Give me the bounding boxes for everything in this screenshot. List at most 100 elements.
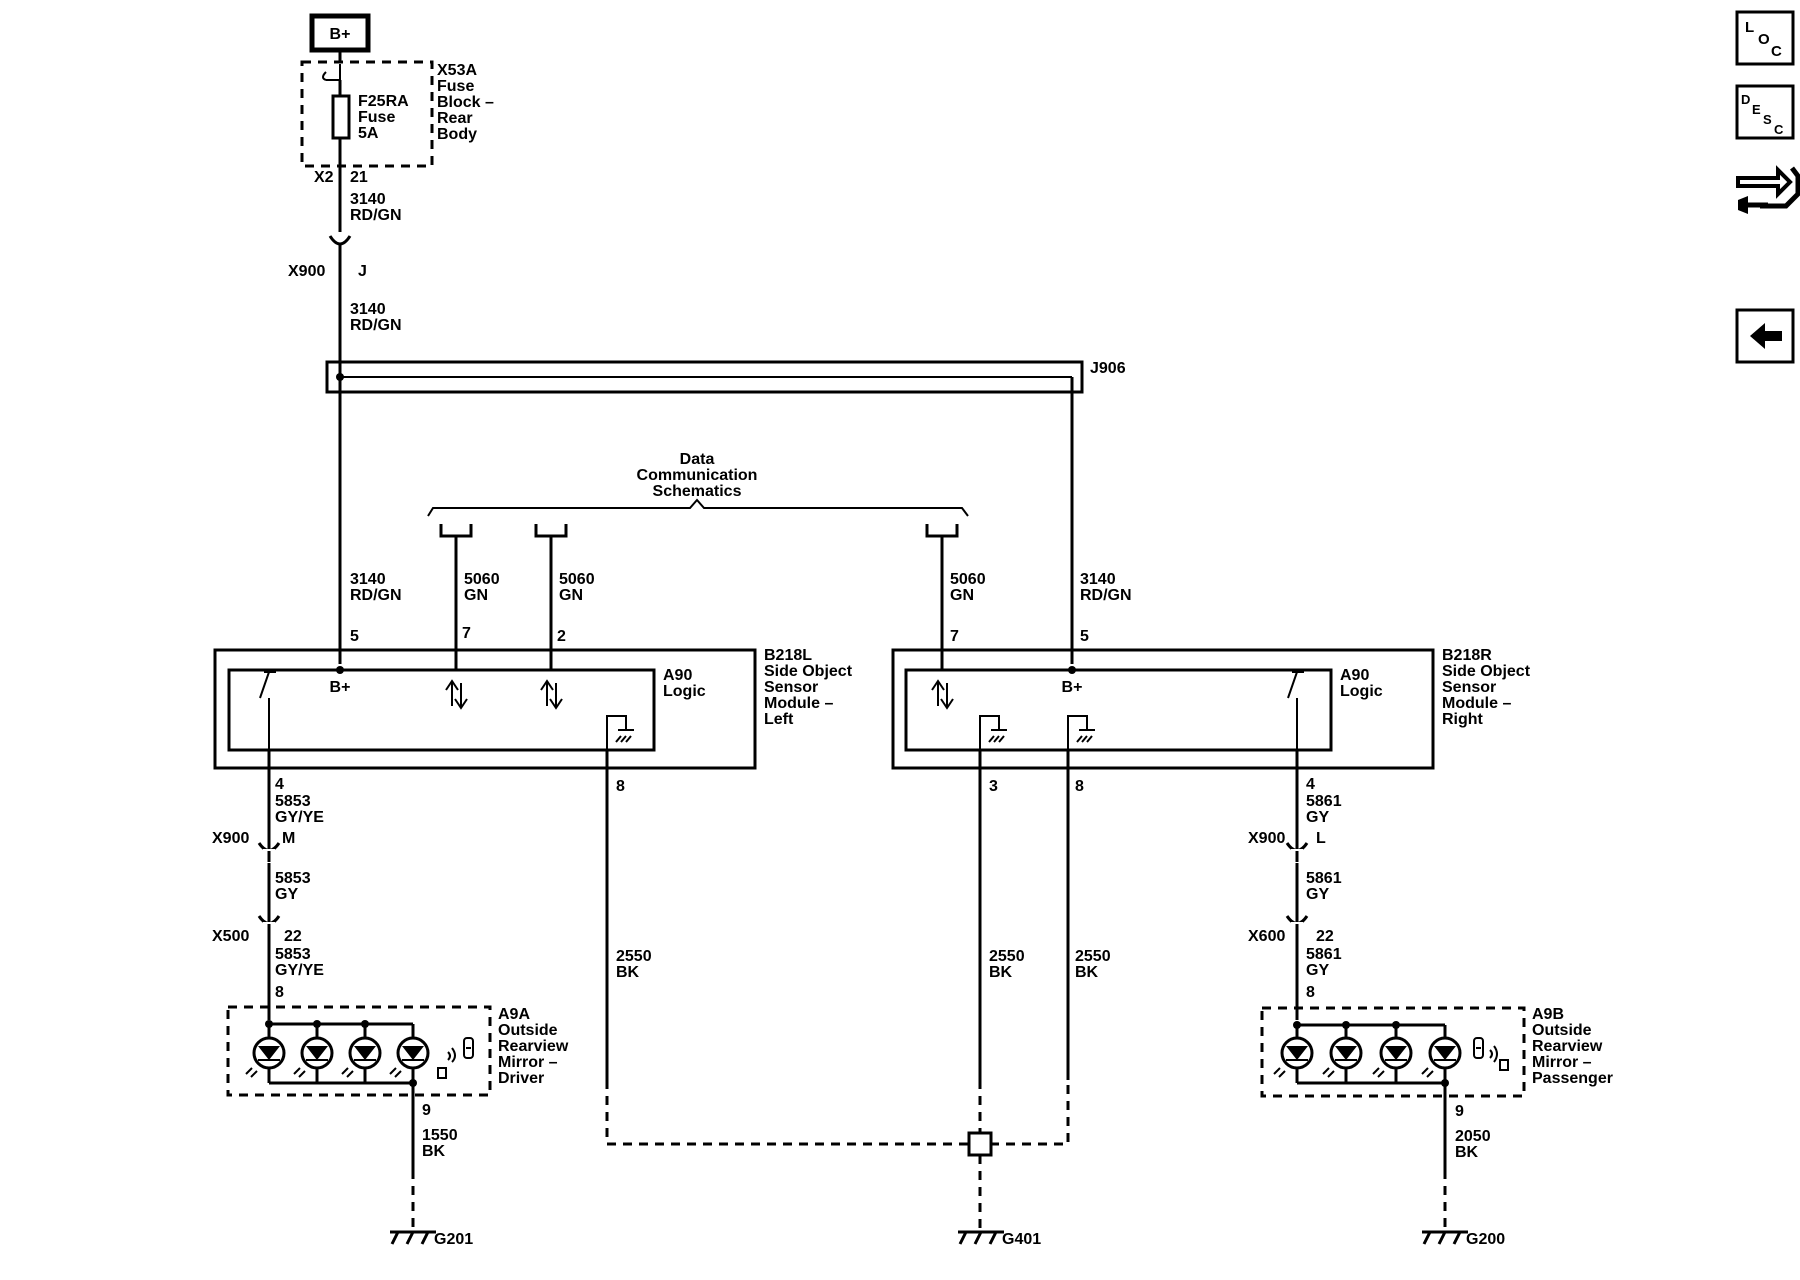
mirror-name: Mirror – xyxy=(498,1054,558,1071)
module-b218r: 7 5 B+ A90 Logic B218R Side Object Senso… xyxy=(891,628,1531,795)
wire-color: RD/GN xyxy=(350,317,402,334)
desc-letter: S xyxy=(1763,112,1772,127)
connector-pin: J xyxy=(358,263,367,280)
wire-circuit: 5060 xyxy=(464,571,500,588)
pin-number: 8 xyxy=(616,778,625,795)
module-b218l: 5 7 2 B+ A90 Logic B218L Side Object Sen… xyxy=(213,625,853,795)
ground-icon xyxy=(1067,715,1095,750)
chassis-ground-icon xyxy=(958,1230,1004,1245)
fuse-rating: 5A xyxy=(358,125,379,142)
module-name: Sensor xyxy=(1442,679,1496,696)
mirror-name: Outside xyxy=(498,1022,558,1039)
desc-letter: E xyxy=(1752,102,1761,117)
switch-input-icon xyxy=(259,671,276,750)
wire-circuit: 3140 xyxy=(350,301,386,318)
connector-x900-m: X900 M xyxy=(212,830,295,863)
data-comm-label: Schematics xyxy=(653,483,742,500)
fuse-id: F25RA xyxy=(358,93,409,110)
pin-number: 4 xyxy=(275,776,284,793)
connector-icon[interactable] xyxy=(1736,165,1800,214)
mirror-name: Driver xyxy=(498,1070,544,1087)
pin-number: 5 xyxy=(1080,628,1089,645)
module-name: Side Object xyxy=(1442,663,1531,680)
back-button[interactable] xyxy=(1735,308,1795,364)
power-label: B+ xyxy=(330,26,351,43)
led-icon xyxy=(389,1036,430,1078)
wire-circuit: 2550 xyxy=(1075,948,1111,965)
module-name: Module – xyxy=(764,695,833,712)
ground-label: G401 xyxy=(1002,1231,1041,1248)
connector-x600: X600 22 xyxy=(1248,915,1334,945)
connector-pin: L xyxy=(1316,830,1326,847)
wire-color: GY xyxy=(1306,962,1329,979)
wire-color: GY/YE xyxy=(275,962,324,979)
module-name: Left xyxy=(764,711,794,728)
bidirectional-arrow-icon xyxy=(931,679,954,710)
wire-circuit: 2550 xyxy=(616,948,652,965)
mirror-a9a-driver: 8 xyxy=(226,984,569,1119)
pin-number: 4 xyxy=(1306,776,1315,793)
wire-color: BK xyxy=(1075,964,1099,981)
description-button[interactable]: D E S C xyxy=(1735,84,1795,140)
mirror-name: Mirror – xyxy=(1532,1054,1592,1071)
mirror-name: Rearview xyxy=(1532,1038,1603,1055)
bplus-label: B+ xyxy=(1062,679,1083,696)
pin-number: 9 xyxy=(1455,1103,1464,1120)
loc-letter: C xyxy=(1771,43,1782,60)
module-name: Right xyxy=(1442,711,1484,728)
wire-color: BK xyxy=(616,964,640,981)
ground-g200: G200 xyxy=(1422,1230,1505,1248)
module-id: B218L xyxy=(764,647,812,664)
fuse-block-name: Block – xyxy=(437,94,494,111)
module-name: Sensor xyxy=(764,679,818,696)
pin-number: 7 xyxy=(950,628,959,645)
logic-word: Logic xyxy=(1340,683,1383,700)
wire-color: RD/GN xyxy=(350,207,402,224)
logic-word: Logic xyxy=(663,683,706,700)
wire-circuit: 3140 xyxy=(350,571,386,588)
logic-id: A90 xyxy=(663,667,692,684)
module-id: B218R xyxy=(1442,647,1492,664)
mirror-a9b-passenger: 8 xyxy=(1260,984,1613,1120)
mirror-name: Passenger xyxy=(1532,1070,1613,1087)
wire-circuit: 2050 xyxy=(1455,1128,1491,1145)
chassis-ground-icon xyxy=(1422,1230,1468,1245)
led-icon xyxy=(1322,1036,1363,1078)
bidirectional-arrow-icon xyxy=(540,679,563,710)
wire-color: GN xyxy=(464,587,488,604)
connector-name: X600 xyxy=(1248,928,1285,945)
location-button[interactable]: L O C xyxy=(1735,10,1795,66)
wire-circuit: 3140 xyxy=(350,191,386,208)
data-comm-label: Data xyxy=(680,451,715,468)
bidirectional-arrow-icon xyxy=(445,679,468,710)
loc-letter: L xyxy=(1745,19,1754,36)
pin-number: 8 xyxy=(275,984,284,1001)
wire-color: GN xyxy=(559,587,583,604)
fuse-block-name: Rear xyxy=(437,110,473,127)
wire-circuit: 5853 xyxy=(275,793,311,810)
wire-color: BK xyxy=(989,964,1013,981)
ground-icon xyxy=(979,715,1007,750)
ground-label: G201 xyxy=(434,1231,473,1248)
pin-number: 2 xyxy=(557,628,566,645)
wire-color: BK xyxy=(422,1143,446,1160)
ground-g401: G401 xyxy=(958,1230,1041,1248)
wire-circuit: 5853 xyxy=(275,946,311,963)
wire-circuit: 5861 xyxy=(1306,946,1342,963)
loc-letter: O xyxy=(1758,31,1770,48)
module-name: Module – xyxy=(1442,695,1511,712)
module-name: Side Object xyxy=(764,663,853,680)
mirror-indicator-icon xyxy=(437,1037,474,1079)
pin-number: 7 xyxy=(462,625,471,642)
ground-g201: G201 xyxy=(390,1230,473,1248)
splice-pack-icon xyxy=(967,1131,993,1157)
fuse-connector-label: X2 xyxy=(314,169,334,186)
fuse-pin: 21 xyxy=(350,169,368,186)
mirror-name: Rearview xyxy=(498,1038,569,1055)
fuse-f25ra xyxy=(331,94,351,140)
splice-name: J906 xyxy=(1090,360,1126,377)
data-communication-ref: Data Communication Schematics xyxy=(427,451,969,538)
back-arrow-icon xyxy=(1750,323,1782,349)
ground-icon xyxy=(606,715,634,750)
